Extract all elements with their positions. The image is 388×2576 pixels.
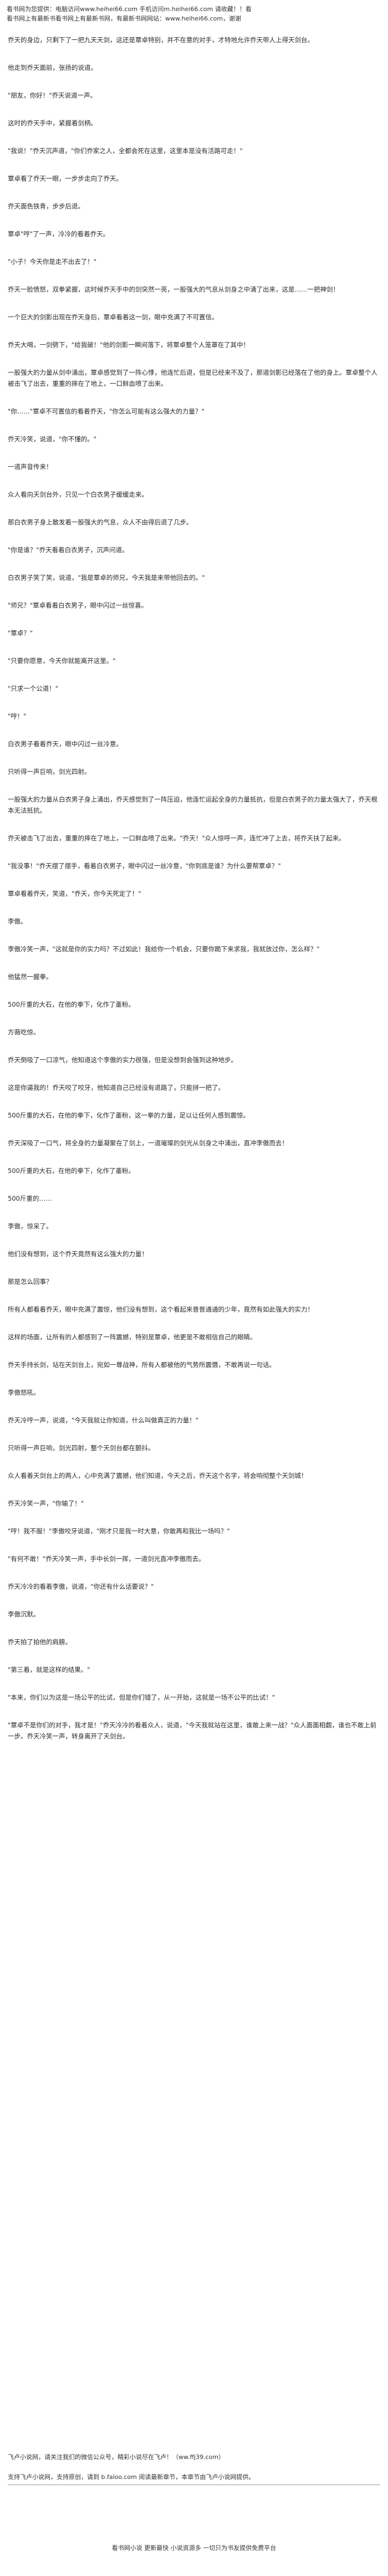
chapter-paragraph: "我说！"乔天沉声道，"你们乔家之人，全都会死在这里，这里本是没有活路可走！" [8, 147, 243, 155]
chapter-paragraph: 方薇吃惊。 [8, 1028, 40, 1036]
banner-line-2: 看书网上有最新书看书网上有最新书网，有最新书网网站：www.heihei66.c… [7, 15, 242, 22]
chapter-paragraph: 他走到乔天面前，张扬的说道。 [8, 64, 97, 72]
chapter-paragraph: 只听得一声巨响，剑光四射。 [8, 768, 91, 776]
chapter-paragraph: "哼！我不服！"李傲咬牙说道，"刚才只是我一时大意，你敢再和我比一场吗？" [8, 1527, 230, 1535]
chapter-paragraph: 那白衣男子身上散发着一股强大的气息，众人不由得后退了几步。 [8, 518, 193, 526]
chapter-paragraph: 白衣男子笑了笑，说道，"我是覃卓的师兄，今天我是来带他回去的。" [8, 574, 205, 581]
chapter-paragraph: "只求一个公道！" [8, 685, 59, 692]
top-banner: 看书网为您提供：电脑访问www.heihei66.com 手机访问m.heihe… [0, 0, 388, 24]
chapter-paragraph: 一个巨大的剑影出现在乔天身后，覃卓看着这一剑，眼中充满了不可置信。 [8, 313, 218, 321]
chapter-paragraph: "第三着，就是这样的结果。" [8, 1666, 90, 1674]
chapter-paragraph: 乔天的身边，只剩下了一把九天天剑，这还是覃卓特别，并不在意的对手，才特地允许乔天… [8, 36, 314, 44]
chapter-paragraph: 乔天深吸了一口气，将全身的力量凝聚在了剑上，一道璀璨的剑光从剑身之中涌出，直冲李… [8, 1139, 288, 1147]
chapter-paragraph: 覃卓看着乔天，笑道，"乔天，你今天死定了！" [8, 890, 141, 897]
chapter-paragraph: 500斤重的大石，在他的拳下，化作了齑粉。 [8, 1167, 135, 1175]
chapter-paragraph: 乔天冷哼一声，说道，"今天我就让你知道，什么叫做真正的力量！" [8, 1416, 199, 1424]
chapter-paragraph: 李傲怒吼。 [8, 1389, 40, 1396]
support-section: 飞卢小说网，请关注我们的微信公众号，精彩小说尽在飞卢！（ww.ffj39.com… [8, 2452, 380, 2485]
chapter-paragraph: 500斤重的大石，在他的拳下，化作了齑粉，这一拳的力量，足以让任何人感到震惊。 [8, 1111, 249, 1119]
chapter-paragraph: 那是怎么回事？ [8, 1278, 53, 1286]
chapter-paragraph: "你……"覃卓不可置信的看着乔天，"你怎么可能有这么强大的力量？" [8, 407, 205, 415]
chapter-paragraph: 乔天倒吸了一口凉气，他知道这个李傲的实力很强，但是没想到会强到这种地步。 [8, 1056, 237, 1064]
chapter-paragraph: 覃卓看了乔天一眼，一步步走向了乔天。 [8, 175, 122, 182]
chapter-paragraph: "覃卓不是你们的对手，我才是！"乔天冷冷的看着众人，说道，"今天我就站在这里，谁… [8, 1721, 377, 1740]
chapter-paragraph: "覃卓？" [8, 629, 33, 637]
support-link[interactable]: 飞卢小说网，请关注我们的微信公众号，精彩小说尽在飞卢！（ww.ffj39.com… [8, 2453, 225, 2461]
chapter-paragraph: 这样的场面，让所有的人都感到了一阵震撼，特别是覃卓，他更是不敢相信自己的眼睛。 [8, 1333, 257, 1341]
footer-line-1: 看书网小说 更新最快 小说资源多 一切只为书友提供免费平台 [111, 2544, 277, 2552]
chapter-paragraph: 乔天冷笑，说道，"你不懂的。" [8, 435, 97, 443]
chapter-paragraph: "朋友，你好！"乔天说道一声。 [8, 91, 97, 99]
chapter-paragraph: 乔天拍了拍他的肩膀。 [8, 1638, 72, 1646]
chapter-paragraph: "师兄？"覃卓看着白衣男子，眼中闪过一丝惊喜。 [8, 601, 148, 609]
chapter-paragraph: 这是你逼我的！乔天咬了咬牙，他知道自己已经没有退路了，只能拼一把了。 [8, 1084, 224, 1091]
chapter-paragraph: 所有人都看着乔天，眼中充满了震惊，他们没有想到，这个看起来普普通通的少年，竟然有… [8, 1305, 314, 1313]
promo-link[interactable]: 支持飞卢小说网，支持原创，请到 b.faloo.com 阅读最新章节，本章节由飞… [8, 2473, 255, 2481]
chapter-paragraph: 李傲。 [8, 917, 27, 925]
chapter-paragraph: "我没事！"乔天摆了摆手，看着白衣男子，眼中闪过一丝冷意，"你到底是谁？为什么要… [8, 862, 281, 870]
chapter-paragraph: 一道声音传来！ [8, 463, 53, 471]
chapter-paragraph: 只听得一声巨响，剑光四射，整个天剑台都在颤抖。 [8, 1444, 155, 1452]
chapter-paragraph: 白衣男子看着乔天，眼中闪过一丝冷意。 [8, 740, 122, 748]
chapter-paragraph: 一股强大的力量从剑中涌出，覃卓感觉到了一阵心悸，他连忙后退，但是已经来不及了，那… [8, 369, 377, 387]
chapter-paragraph: 众人看着天剑台上的两人，心中充满了震撼，他们知道，今天之后，乔天这个名字，将会响… [8, 1472, 308, 1480]
chapter-paragraph: 乔天冷笑一声，"你输了！" [8, 1499, 84, 1507]
site-footer: 看书网小说 更新最快 小说资源多 一切只为书友提供免费平台 [0, 2543, 388, 2553]
chapter-paragraph: 乔天冷冷的看着李傲，说道，"你还有什么话要说？" [8, 1583, 154, 1590]
chapter-paragraph: 一股强大的力量从白衣男子身上涌出，乔天感觉到了一阵压迫，他连忙运起全身的力量抵抗… [8, 795, 377, 814]
chapter-paragraph: "小子！今天你是走不出去了！" [8, 258, 97, 266]
chapter-paragraph: 乔天面色铁青，步步后退。 [8, 202, 84, 210]
chapter-body: 乔天的身边，只剩下了一把九天天剑，这还是覃卓特别，并不在意的对手，才特地允许乔天… [0, 24, 388, 1742]
chapter-paragraph: 众人看向天剑台外，只见一个白衣男子缓缓走来。 [8, 491, 148, 498]
chapter-paragraph: "有何不敢！"乔天冷笑一声，手中长剑一挥，一道剑光直冲李傲而去。 [8, 1555, 205, 1563]
chapter-paragraph: 李傲冷笑一声，"这就是你的实力吗？不过如此！我给你一个机会，只要你跪下来求我，我… [8, 945, 320, 953]
chapter-paragraph: 覃卓"哼"了一声，冷冷的看着乔天。 [8, 230, 110, 238]
chapter-paragraph: 乔天大喝，一剑劈下，"给我破！"他的剑影一瞬间落下，将覃卓整个人笼罩在了其中！ [8, 341, 250, 349]
chapter-paragraph: 500斤重的…… [8, 1195, 52, 1202]
chapter-paragraph: 他猛然一握拳。 [8, 973, 53, 981]
chapter-paragraph: "哼！" [8, 712, 27, 720]
chapter-paragraph: 这时的乔天手中，紧握着剑柄。 [8, 119, 97, 127]
banner-line-1: 看书网为您提供：电脑访问www.heihei66.com 手机访问m.heihe… [7, 6, 252, 13]
chapter-paragraph: 李傲沉默。 [8, 1610, 40, 1618]
chapter-paragraph: 乔天手持长剑，站在天剑台上，宛如一尊战神，所有人都被他的气势所震慑，不敢再说一句… [8, 1361, 275, 1369]
chapter-paragraph: 乔天被击飞了出去，重重的摔在了地上，一口鲜血喷了出来。"乔天！"众人惊呼一声，连… [8, 834, 345, 842]
chapter-paragraph: 500斤重的大石，在他的拳下，化作了齑粉。 [8, 1001, 135, 1008]
chapter-paragraph: "你是谁？"乔天看着白衣男子，沉声问道。 [8, 546, 129, 554]
chapter-paragraph: 李傲，惊呆了。 [8, 1222, 53, 1230]
chapter-paragraph: "本来，你们以为这是一场公平的比试，但是你们错了，从一开始，这就是一场不公平的比… [8, 1693, 275, 1701]
chapter-paragraph: 他们没有想到，这个乔天竟然有这么强大的力量！ [8, 1250, 148, 1258]
chapter-paragraph: "只要你愿意，今天你就能离开这里。" [8, 657, 116, 665]
chapter-paragraph: 乔天一脸愤怒，双拳紧握，这时候乔天手中的剑突然一亮，一股强大的气息从剑身之中涌了… [8, 285, 339, 293]
